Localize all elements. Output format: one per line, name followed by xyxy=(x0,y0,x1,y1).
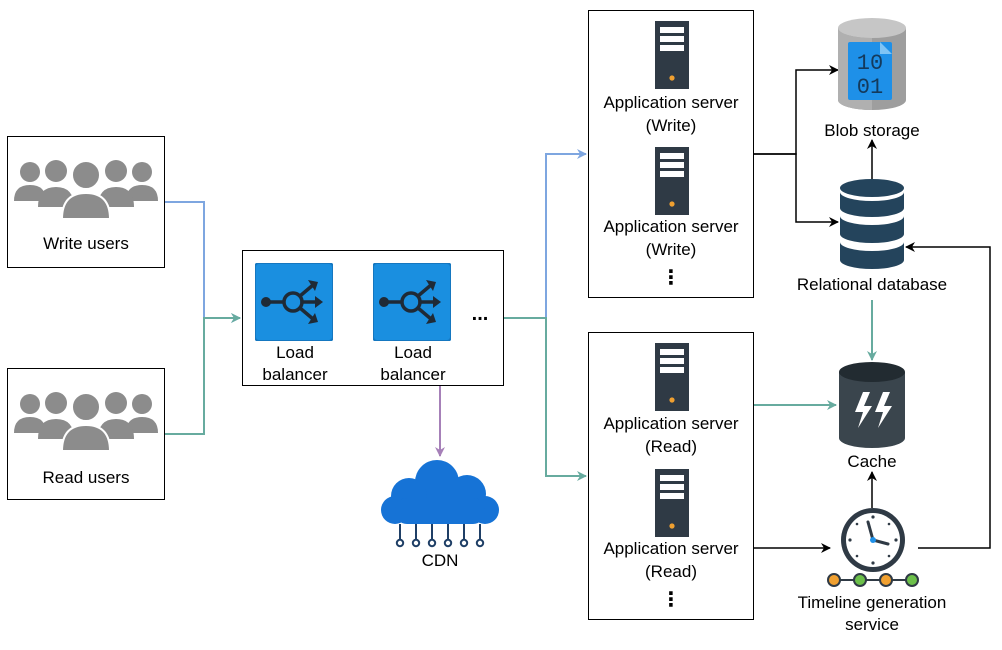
read-server1-line1: Application server xyxy=(603,414,739,433)
write-servers-group: Application server (Write) Application s… xyxy=(588,10,754,298)
read-server2-line2: (Read) xyxy=(645,562,697,581)
cdn-label: CDN xyxy=(421,551,459,570)
cdn-cloud-icon xyxy=(381,460,499,548)
edge-timeline-to-db xyxy=(905,242,991,549)
load-balancer-group: Load balancer Load balancer ... xyxy=(242,250,504,386)
write-servers-more: ⋮ xyxy=(661,267,681,289)
read-server1-line2: (Read) xyxy=(645,437,697,456)
load-balancer-icon xyxy=(255,263,333,341)
edge-write-to-db xyxy=(754,153,839,227)
database-icon xyxy=(840,179,904,269)
edge-lb-to-write-servers xyxy=(504,149,587,319)
read-server2-line1: Application server xyxy=(603,539,739,558)
server-icon xyxy=(655,147,689,215)
blob-bits-top: 10 xyxy=(857,51,883,76)
blob-storage-icon: 10 01 xyxy=(838,18,906,110)
lb2-label-line2: balancer xyxy=(380,365,446,384)
edge-read-users-to-lb xyxy=(165,313,241,435)
write-server2-line1: Application server xyxy=(603,217,739,236)
edge-write-users-to-lb xyxy=(165,201,241,323)
lb1-label-line2: balancer xyxy=(262,365,328,384)
load-balancer-icon xyxy=(373,263,451,341)
read-servers-more: ⋮ xyxy=(661,589,681,611)
users-group-icon xyxy=(14,392,158,452)
users-group-icon xyxy=(14,160,158,220)
lb1-label-line1: Load xyxy=(276,343,314,362)
cache-icon xyxy=(839,362,905,448)
write-server1-line2: (Write) xyxy=(645,116,697,135)
blob-bits-bottom: 01 xyxy=(857,75,883,100)
lb-more-ellipsis: ... xyxy=(471,303,489,325)
server-icon xyxy=(655,343,689,411)
blob-storage-label: Blob storage xyxy=(824,121,920,140)
cache-label: Cache xyxy=(847,452,897,471)
timeline-label-line1: Timeline generation xyxy=(797,593,947,612)
write-server2-line2: (Write) xyxy=(645,240,697,259)
timeline-label-line2: service xyxy=(845,615,899,634)
write-users-label: Write users xyxy=(43,234,129,253)
timeline-clock-icon xyxy=(827,508,919,587)
read-users-box: Read users xyxy=(7,368,165,500)
write-server1-line1: Application server xyxy=(603,93,739,112)
server-icon xyxy=(655,469,689,537)
edge-lb-to-read-servers xyxy=(504,317,587,481)
server-icon xyxy=(655,21,689,89)
relational-database-label: Relational database xyxy=(796,275,948,294)
write-users-box: Write users xyxy=(7,136,165,268)
read-users-label: Read users xyxy=(42,468,130,487)
lb2-label-line1: Load xyxy=(394,343,432,362)
read-servers-group: Application server (Read) Application se… xyxy=(588,332,754,620)
